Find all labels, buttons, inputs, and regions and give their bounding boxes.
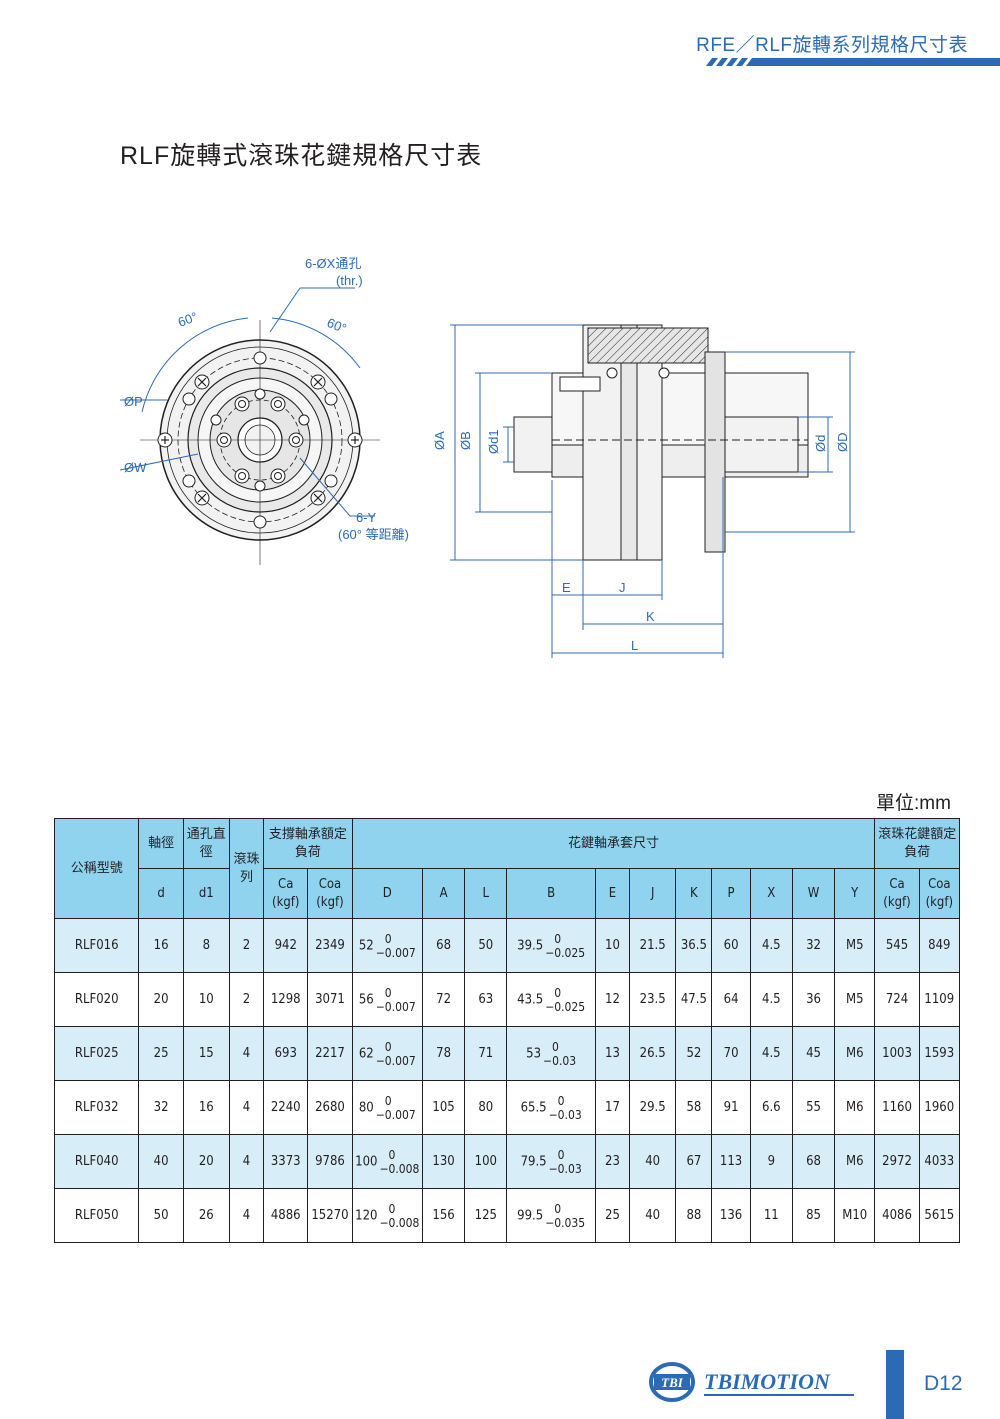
- label-y: 6-Y: [356, 510, 377, 525]
- label-d: Ød: [813, 435, 828, 452]
- series-title: RFE／RLF旋轉系列規格尺寸表: [696, 35, 968, 56]
- side-view: [513, 324, 809, 561]
- th-col-J: J: [629, 868, 677, 919]
- footer-bar: [886, 1350, 904, 1419]
- th-col-A: A: [421, 868, 466, 919]
- th-d1: d1: [182, 868, 230, 919]
- th-col-B: B: [506, 868, 596, 919]
- th-ca-support: Ca(kgf): [263, 868, 309, 919]
- label-e: E: [562, 580, 571, 595]
- th-coa-support: Coa(kgf): [307, 868, 353, 919]
- label-angle-left: 60°: [176, 309, 200, 330]
- label-angle-right: 60°: [325, 315, 349, 336]
- label-w: ØW: [124, 460, 147, 475]
- th-ball-rows: 滾珠列: [228, 818, 265, 919]
- label-holes: 6-ØX通孔: [305, 256, 361, 271]
- th-col-Y: Y: [834, 868, 876, 919]
- th-model: 公稱型號: [53, 818, 140, 919]
- th-col-W: W: [791, 868, 836, 919]
- label-D: ØD: [835, 433, 850, 453]
- label-j: J: [619, 580, 626, 595]
- technical-drawing: 6-ØX通孔 (thr.) 60° 60° ØP ØW 6-Y (60° 等距離…: [119, 256, 855, 658]
- label-d1: Ød1: [486, 429, 501, 454]
- front-view: [119, 287, 380, 565]
- th-col-L: L: [464, 868, 508, 919]
- th-shaft-dia: 軸徑: [138, 818, 184, 869]
- th-thru-hole: 通孔直徑: [182, 818, 230, 869]
- th-col-P: P: [711, 868, 751, 919]
- th-spline-load: 滾珠花鍵額定負荷: [874, 818, 960, 869]
- th-col-X: X: [749, 868, 793, 919]
- th-spline-dims: 花鍵軸承套尺寸: [351, 818, 876, 869]
- label-thr: (thr.): [336, 273, 363, 288]
- th-d: d: [138, 868, 184, 919]
- page-title: RLF旋轉式滾珠花鍵規格尺寸表: [120, 142, 483, 170]
- tbimotion-logo: TBI TBIMOTION: [649, 1362, 854, 1402]
- th-coa-spline: Coa(kgf): [918, 868, 961, 919]
- label-k: K: [646, 609, 655, 624]
- logo-badge-text: TBI: [661, 1375, 684, 1390]
- th-ca-spline: Ca(kgf): [874, 868, 920, 919]
- th-col-E: E: [594, 868, 631, 919]
- header-stripe: [706, 58, 1000, 66]
- logo-text: TBIMOTION: [704, 1369, 831, 1394]
- label-p: ØP: [124, 394, 143, 409]
- th-col-K: K: [675, 868, 713, 919]
- th-support-load: 支撐軸承額定負荷: [263, 818, 353, 869]
- label-b: ØB: [458, 431, 473, 450]
- unit-label: 單位:mm: [876, 793, 951, 814]
- th-col-D: D: [351, 868, 423, 919]
- label-l: L: [631, 638, 638, 653]
- spec-table: 公稱型號 軸徑 通孔直徑 滾珠列 支撐軸承額定負荷 花鍵軸承套尺寸 滾珠花鍵額定…: [53, 818, 961, 1243]
- page-number: D12: [924, 1372, 963, 1395]
- label-y-note: (60° 等距離): [338, 527, 409, 542]
- label-a: ØA: [432, 431, 447, 450]
